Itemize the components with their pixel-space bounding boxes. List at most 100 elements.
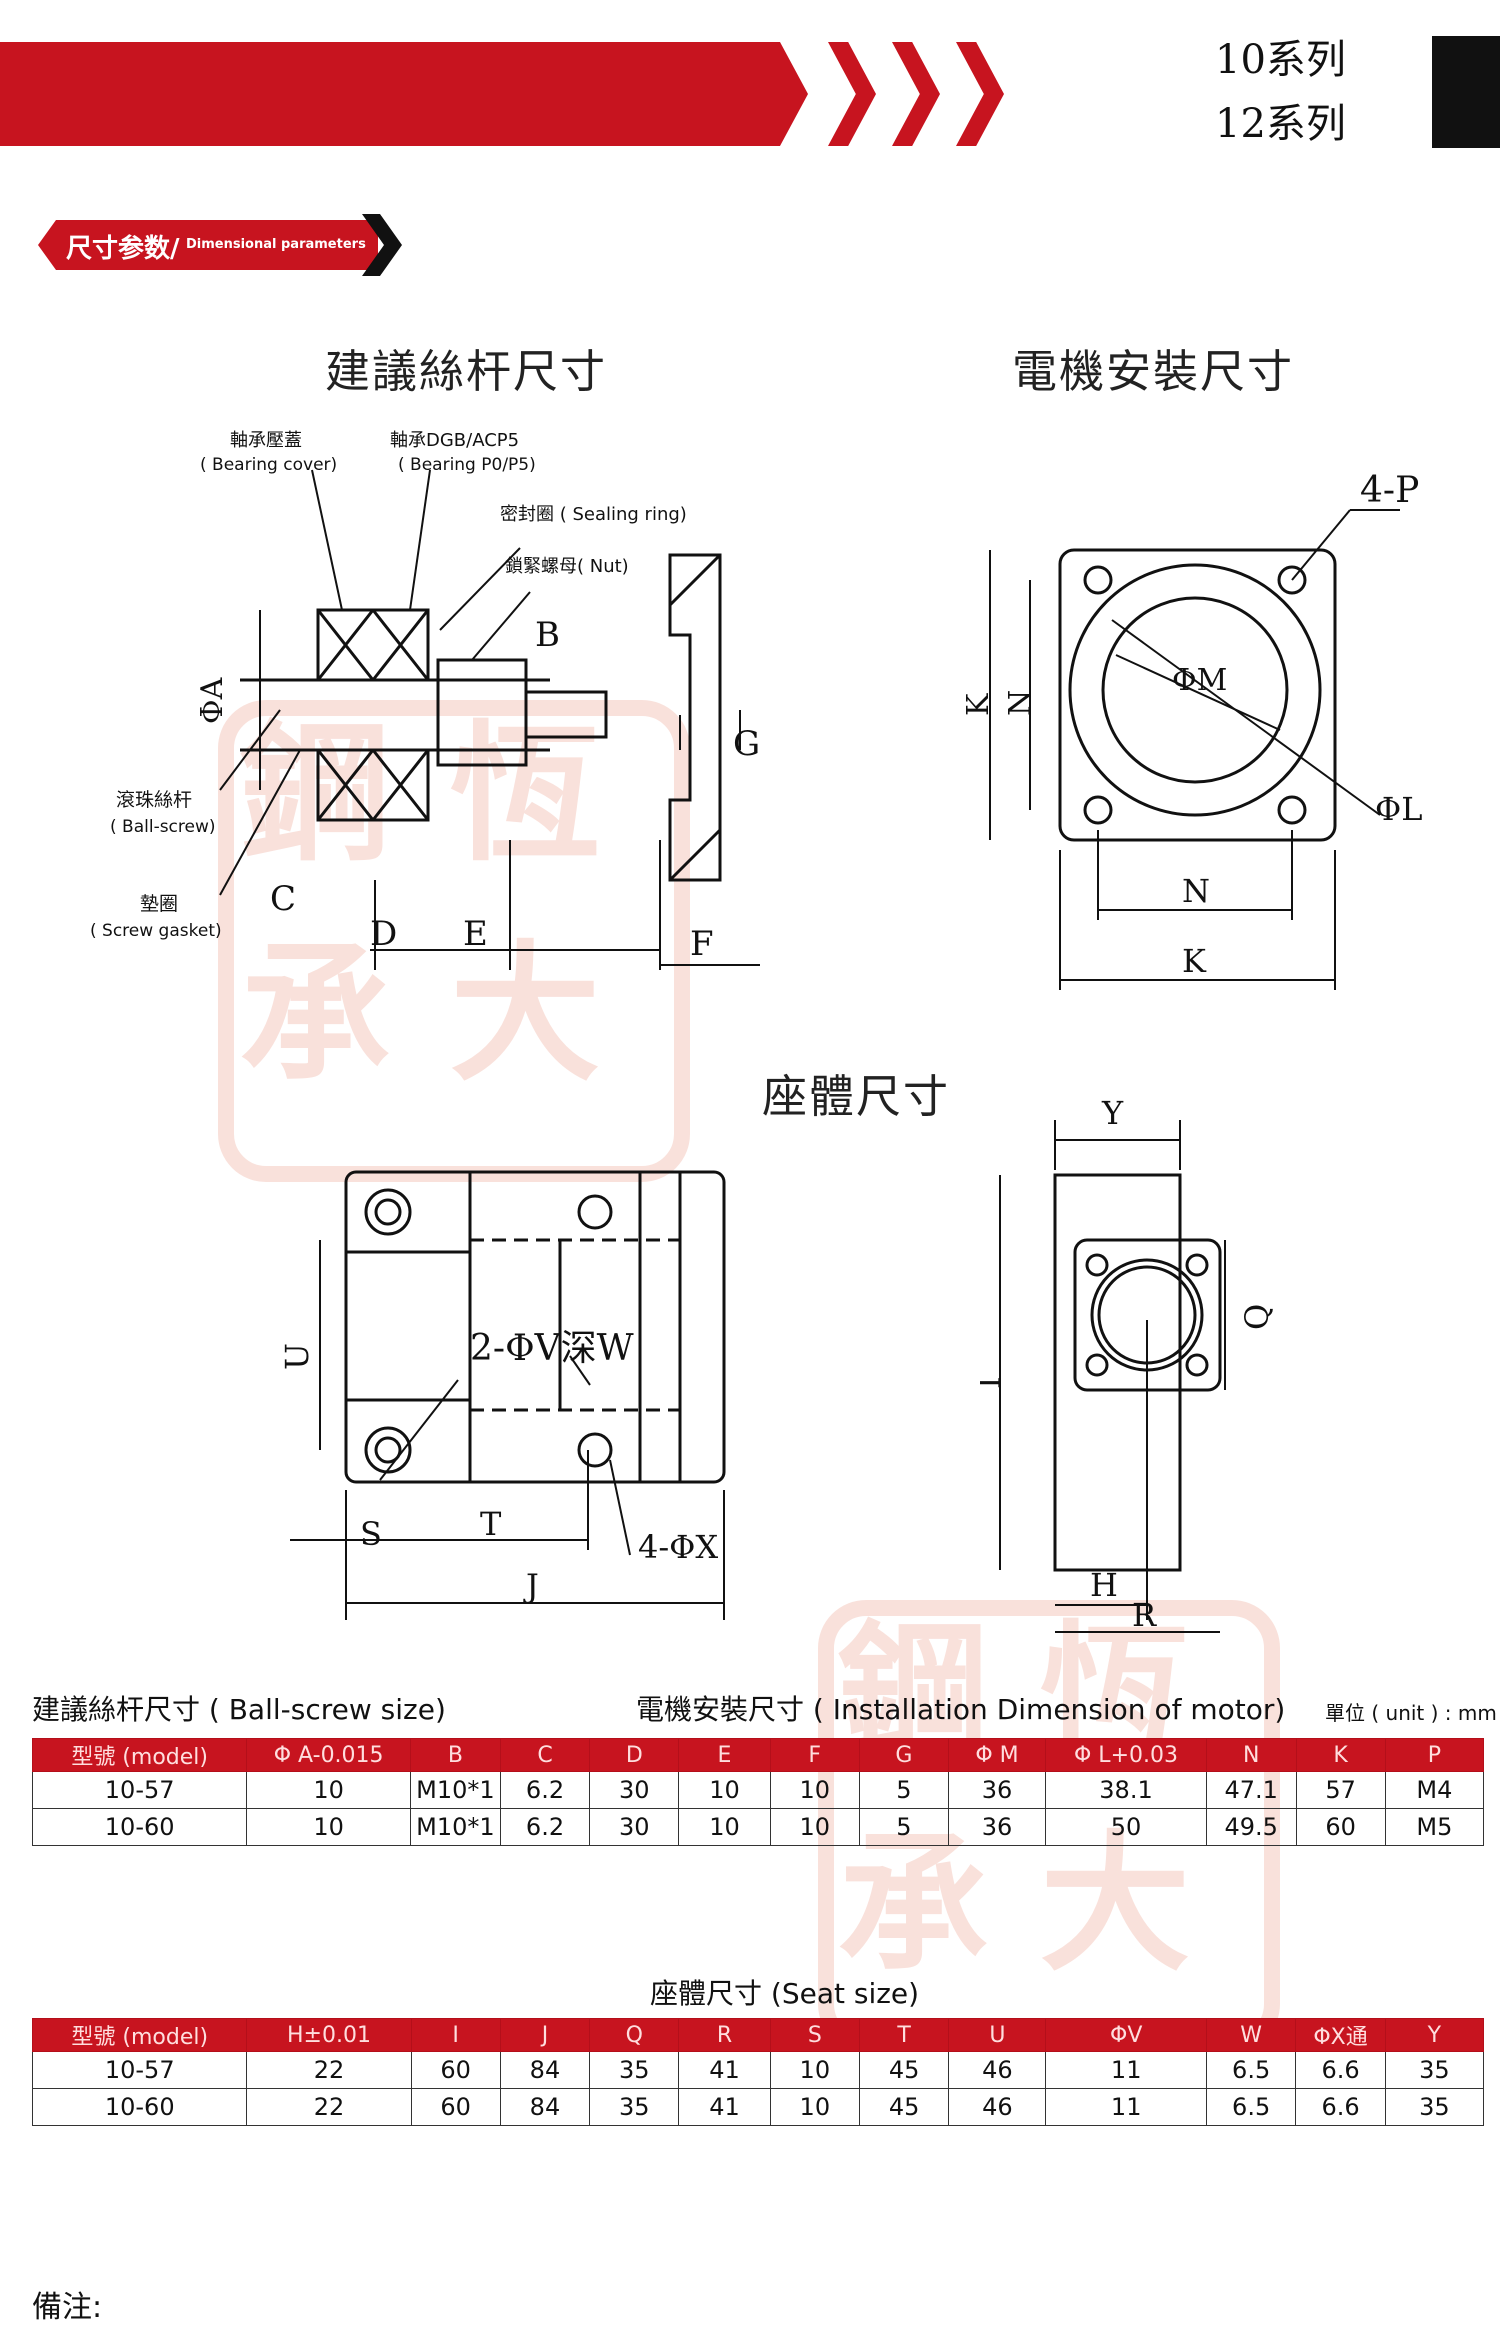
dim-P: 4-P (1360, 470, 1419, 511)
table-row: 10-60 22 60 84 35 41 10 45 46 11 6.5 6.6… (31, 2088, 1485, 2126)
seat-table-caption: 座體尺寸 (Seat size) (650, 1977, 920, 2010)
watermark-char: 大 (1040, 1818, 1191, 1992)
table-cell: 6.2 (499, 1808, 591, 1846)
label-gasket-en: ( Screw gasket) (90, 921, 222, 941)
table-cell: 10 (678, 1808, 771, 1846)
column-header: R (678, 2018, 771, 2052)
table-cell: 11 (1045, 2088, 1207, 2126)
label-gasket-cn: 墊圈 (140, 893, 178, 915)
column-header: I (410, 2018, 501, 2052)
dim-K-vertical: K (961, 693, 996, 716)
column-header: Q (589, 2018, 680, 2052)
column-header: K (1295, 1738, 1386, 1772)
column-header: W (1205, 2018, 1297, 2052)
table-cell: 10-60 (31, 1808, 248, 1846)
dim-D: D (370, 914, 397, 954)
watermark-char: 承 (838, 1818, 989, 1992)
note-label: 備注: (32, 2290, 103, 2325)
dim-B: B (535, 615, 560, 655)
dim-M: ΦM (1172, 663, 1227, 698)
table-cell: 50 (1045, 1808, 1207, 1846)
table-cell: 6.5 (1205, 2088, 1297, 2126)
dim-V: 2-ΦV深W (470, 1328, 634, 1369)
seat-front-drawing: 2-ΦV深W U S T 4-ΦX J (278, 1170, 726, 1620)
watermark-char: 大 (450, 928, 601, 1102)
column-header: T (858, 2018, 950, 2052)
table-cell: M10*1 (409, 1771, 501, 1809)
section-tag: 尺寸参数/ Dimensional parameters (38, 220, 378, 270)
table-cell: 10-57 (31, 1771, 248, 1809)
table-cell: 46 (948, 2051, 1047, 2089)
label-bearing-cover-en: ( Bearing cover) (200, 455, 337, 475)
dim-T: T (480, 1505, 502, 1543)
table-cell: 47.1 (1205, 1771, 1297, 1809)
table-cell: 35 (1384, 2088, 1485, 2126)
series-label: 10系列 12系列 (1215, 28, 1346, 156)
table-cell: 22 (246, 2088, 412, 2126)
column-header: 型號 (model) (31, 1738, 248, 1772)
motor-drawing: 4-P ΦM ΦL K N N K (961, 470, 1422, 990)
dim-G: G (733, 724, 760, 764)
motor-table-caption: 電機安裝尺寸 ( Installation Dimension of motor… (636, 1693, 1286, 1726)
label-sealing-ring: 密封圈 ( Sealing ring) (500, 504, 687, 525)
table-row: 10-57 10 M10*1 6.2 30 10 10 5 36 38.1 47… (31, 1771, 1485, 1809)
dim-F: F (690, 924, 714, 964)
column-header: S (769, 2018, 860, 2052)
unit-label: 單位 ( unit ) : mm (1325, 1701, 1497, 1725)
label-bearing-cn: 軸承DGB/ACP5 (390, 430, 519, 451)
table-cell: 35 (1384, 2051, 1485, 2089)
label-bearing-en: ( Bearing P0/P5) (398, 455, 536, 475)
column-header: F (769, 1738, 860, 1772)
table-cell: 10-60 (31, 2088, 248, 2126)
table-cell: 10 (678, 1771, 771, 1809)
table-cell: 46 (948, 2088, 1047, 2126)
column-header: ΦV (1045, 2018, 1207, 2052)
dim-S: S (360, 1515, 382, 1553)
seat-drawing-title: 座體尺寸 (762, 1070, 951, 1123)
table-cell: 10 (769, 1771, 860, 1809)
column-header: D (589, 1738, 680, 1772)
column-header: H±0.01 (246, 2018, 412, 2052)
table-cell: 36 (947, 1808, 1047, 1846)
dim-J: J (523, 1567, 539, 1605)
column-header: Y (1384, 2018, 1485, 2052)
screw-drawing-title: 建議絲杆尺寸 (325, 345, 608, 398)
dim-X: 4-ΦX (638, 1528, 718, 1566)
table-cell: 84 (499, 2051, 591, 2089)
section-tag-en: Dimensional parameters (186, 237, 366, 252)
watermark-seal (218, 700, 690, 1182)
column-header: 型號 (model) (31, 2018, 248, 2052)
table-row: 10-60 10 M10*1 6.2 30 10 10 5 36 50 49.5… (31, 1808, 1485, 1846)
table-cell: 6.2 (499, 1771, 591, 1809)
table-cell: 60 (1295, 1808, 1386, 1846)
chevron-icon (956, 42, 1004, 146)
table-row: 10-57 22 60 84 35 41 10 45 46 11 6.5 6.6… (31, 2051, 1485, 2089)
series-12: 12系列 (1215, 101, 1346, 147)
seat-table: 型號 (model) H±0.01 I J Q R S T U ΦV W ΦX通… (31, 2018, 1485, 2126)
column-header: G (858, 1738, 949, 1772)
table-cell: 30 (589, 1771, 680, 1809)
dim-A: ΦA (195, 677, 230, 724)
table-cell: 5 (858, 1808, 949, 1846)
table-cell: 6.6 (1295, 2088, 1386, 2126)
column-header: B (409, 1738, 501, 1772)
label-ball-screw-cn: 滾珠絲杆 (116, 789, 192, 811)
dim-I: I (980, 1376, 1008, 1389)
table-cell: 60 (410, 2051, 501, 2089)
dim-N-vertical: N (1003, 690, 1038, 716)
table-cell: 45 (858, 2088, 950, 2126)
table-cell: 10 (246, 1808, 411, 1846)
label-bearing-cover-cn: 軸承壓蓋 (230, 430, 302, 451)
section-tag-main: 尺寸参数/ (66, 234, 180, 264)
table-cell: 45 (858, 2051, 950, 2089)
table-cell: 10 (246, 1771, 411, 1809)
seat-side-drawing: Y I Q H R (980, 1094, 1276, 1634)
column-header: P (1384, 1738, 1485, 1772)
table-cell: M10*1 (409, 1808, 501, 1846)
table-cell: M4 (1384, 1771, 1485, 1809)
column-header: J (499, 2018, 591, 2052)
dim-U: U (278, 1343, 316, 1370)
dim-Y: Y (1101, 1094, 1124, 1132)
table-cell: 60 (410, 2088, 501, 2126)
table-cell: 6.5 (1205, 2051, 1297, 2089)
